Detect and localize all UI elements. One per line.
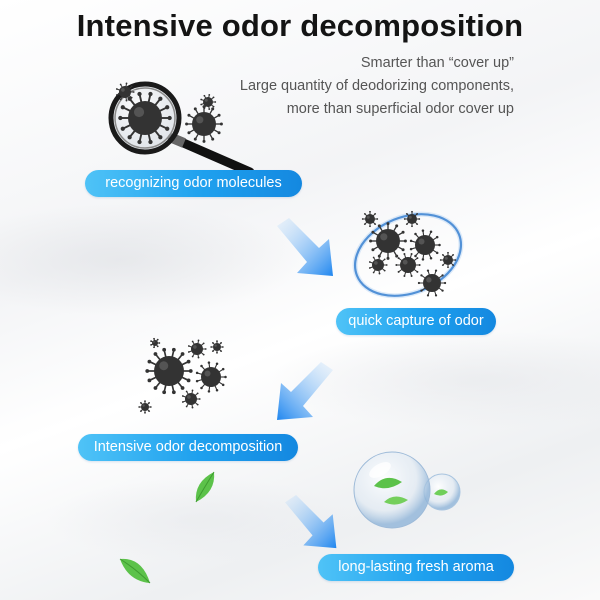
subtitle-line-1: Smarter than “cover up” [360,55,514,71]
odor-molecule [361,210,379,228]
odor-molecule [368,255,388,275]
odor-molecule [417,269,447,297]
subtitle-line-3: more than superficial odor cover up [286,101,514,117]
step-pill-aroma: long-lasting fresh aroma [318,554,514,581]
step-pill-decompose: Intensive odor decomposition [78,434,298,461]
odor-molecule [181,389,201,409]
step-pill-capture: quick capture of odor [336,308,496,335]
odor-molecule [150,337,161,349]
odor-molecule [403,210,421,228]
page-title: Intensive odor decomposition [76,8,524,43]
arrow-down-right-icon-2 [285,495,337,549]
odor-molecule [210,340,224,354]
odor-molecule [200,93,217,111]
odor-molecule [115,82,135,102]
odor-molecule [145,347,193,395]
arrow-down-left-icon [277,362,333,420]
magnifier-icon [108,81,255,177]
water-bubble-icon [353,451,461,529]
odor-molecules-icon [138,337,227,414]
capture-ring-icon [352,210,464,299]
step-pill-recognize: recognizing odor molecules [85,170,302,197]
leaf-icon [195,471,215,503]
odor-molecule [195,361,227,393]
odor-molecule [138,400,152,414]
odor-molecule [369,222,407,260]
odor-molecule [118,91,172,145]
odor-molecule [185,105,223,143]
subtitle-line-2: Large quantity of deodorizing components… [239,78,514,94]
odor-molecule [395,252,421,278]
odor-molecule [409,229,441,261]
arrow-down-right-icon [277,218,333,276]
leaf-icon-2 [119,558,151,584]
odor-molecule [187,339,207,359]
odor-molecule [439,251,457,269]
